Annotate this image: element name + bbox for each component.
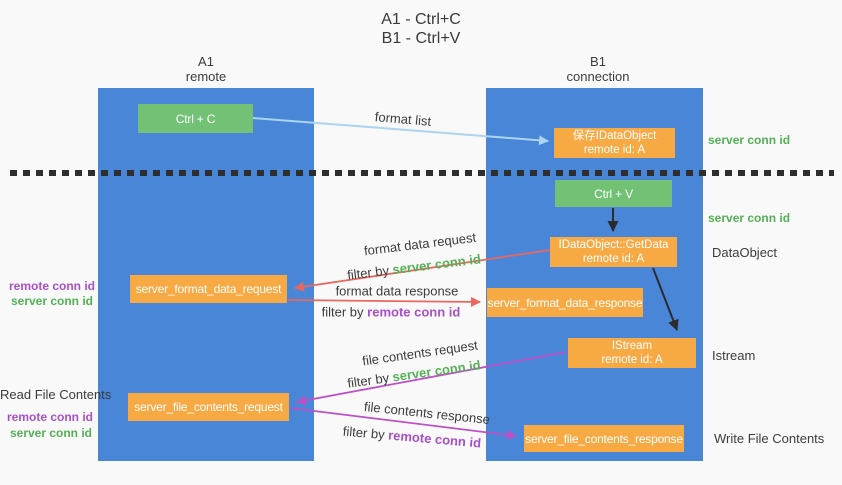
label-format-list: format list — [374, 109, 432, 129]
node-istream-line1: IStream — [611, 340, 653, 352]
node-server-format-data-response: server_format_data_response — [487, 288, 643, 317]
node-idataobject-getdata-line1: IDataObject::GetData — [558, 239, 669, 251]
filter-by-text: filter by — [346, 262, 390, 283]
node-ctrl-v: Ctrl + V — [555, 180, 672, 207]
annotation-server-conn-id-left-bottom: server conn id — [9, 426, 92, 440]
title-line-1: A1 - Ctrl+C — [381, 11, 461, 28]
column-a1-name: A1 — [198, 54, 214, 69]
node-idataobject-getdata: IDataObject::GetData remote id: A — [550, 237, 677, 267]
column-b1-subtitle: connection — [566, 69, 630, 84]
annotation-server-conn-id-left-middle: server conn id — [10, 294, 93, 308]
server-conn-id-text: server conn id — [391, 251, 482, 278]
annotation-server-conn-id-top: server conn id — [708, 133, 791, 147]
node-ctrl-c: Ctrl + C — [138, 104, 253, 133]
filter-by-text: filter by — [346, 370, 390, 391]
annotation-istream: Istream — [712, 348, 756, 363]
filter-by-text: filter by — [321, 304, 364, 320]
label-filter-by-remote-conn-id-2: filter by remote conn id — [342, 423, 481, 450]
column-header-b1: B1 connection — [498, 54, 698, 84]
annotation-read-file-contents: Read File Contents — [0, 387, 112, 402]
label-format-data-response: format data response — [335, 283, 459, 299]
column-header-a1: A1 remote — [106, 54, 306, 84]
node-save-idataobject-line1: 保存IDataObject — [572, 130, 657, 142]
annotation-dataobject: DataObject — [712, 245, 778, 260]
node-server-file-contents-response: server_file_contents_response — [524, 425, 684, 452]
arrow-format-data-response — [287, 296, 481, 307]
remote-conn-id-text: remote conn id — [367, 304, 461, 320]
annotation-remote-conn-id-bottom: remote conn id — [6, 410, 93, 424]
node-idataobject-getdata-line2: remote id: A — [582, 253, 645, 265]
column-b1-name: B1 — [590, 54, 606, 69]
annotation-remote-conn-id-middle: remote conn id — [8, 279, 95, 293]
node-istream: IStream remote id: A — [568, 338, 696, 368]
filter-by-text: filter by — [342, 423, 386, 443]
label-filter-by-remote-conn-id-1: filter by remote conn id — [322, 305, 461, 320]
title-line-2: B1 - Ctrl+V — [381, 30, 461, 47]
label-file-contents-response: file contents response — [363, 398, 491, 428]
dotted-separator-line — [10, 170, 834, 176]
remote-conn-id-text: remote conn id — [387, 427, 482, 451]
annotation-write-file-contents: Write File Contents — [714, 431, 825, 446]
column-a1-subtitle: remote — [185, 69, 227, 84]
node-server-format-data-request: server_format_data_request — [130, 275, 287, 303]
diagram-title: A1 - Ctrl+C B1 - Ctrl+V — [0, 10, 842, 48]
node-save-idataobject: 保存IDataObject remote id: A — [554, 128, 675, 158]
node-save-idataobject-line2: remote id: A — [583, 144, 646, 156]
node-istream-line2: remote id: A — [601, 354, 663, 366]
node-server-file-contents-request: server_file_contents_request — [128, 393, 289, 421]
annotation-server-conn-id-middle: server conn id — [708, 211, 791, 225]
